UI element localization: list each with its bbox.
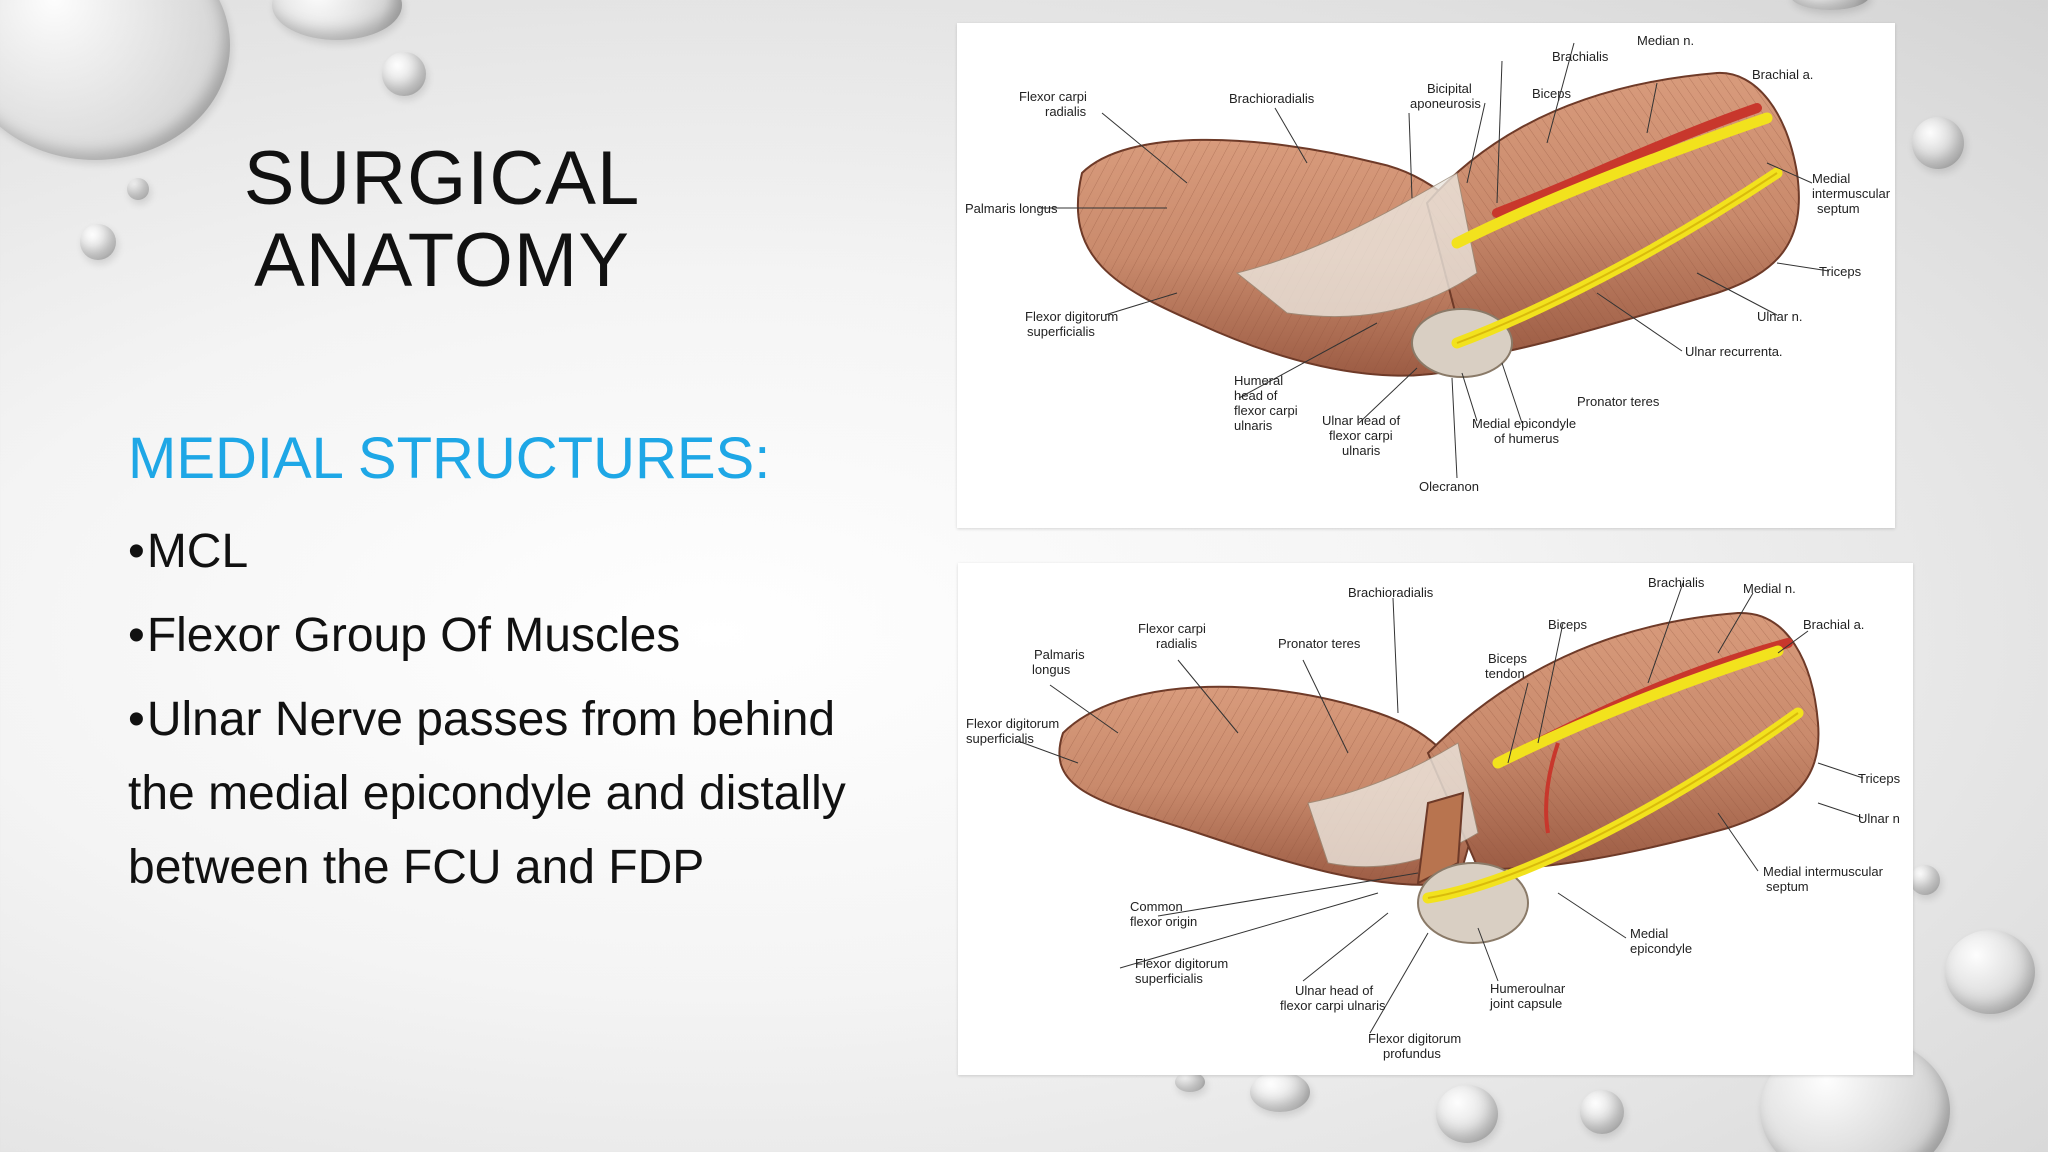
water-droplet-decoration [1790,0,1870,10]
label-fds-lower: Flexor digitorum [1135,956,1228,971]
slide-title: SURGICAL ANATOMY [232,138,652,302]
label-brachioradialis: Brachioradialis [1229,91,1315,106]
water-droplet-decoration [382,52,426,96]
bullet-glyph: • [128,609,145,662]
label-medial-epicondyle: Medial epicondyle [1472,416,1576,431]
label-medial-epicondyle: Medial [1630,926,1668,941]
label-bicipital-aponeurosis-2: aponeurosis [1410,96,1481,111]
label-humeral-head-3: flexor carpi [1234,403,1298,418]
water-droplet-decoration [1250,1072,1310,1112]
label-median-nerve: Median n. [1637,33,1694,48]
label-pronator-teres: Pronator teres [1577,394,1660,409]
label-flexor-carpi-radialis: Flexor carpi [1138,621,1206,636]
label-biceps: Biceps [1532,86,1572,101]
label-brachialis: Brachialis [1552,49,1609,64]
label-humeral-head-4: ulnaris [1234,418,1273,433]
label-medial-epicondyle-2: of humerus [1494,431,1560,446]
label-medial-septum-3: septum [1817,201,1860,216]
anatomy-illustration-top: Median n. Brachialis Brachial a. Flexor … [965,33,1891,494]
anatomy-figure-top: Median n. Brachialis Brachial a. Flexor … [957,23,1895,528]
brachial-artery [1492,103,1762,218]
label-ulnar-recurrent: Ulnar recurrenta. [1685,344,1783,359]
label-medial-epicondyle-2: epicondyle [1630,941,1692,956]
label-humeroulnar-capsule: Humeroulnar [1490,981,1566,996]
bullet-item: •MCL [128,515,908,589]
label-fds-lower-2: superficialis [1135,971,1203,986]
label-triceps: Triceps [1819,264,1862,279]
label-bicipital-aponeurosis: Bicipital [1427,81,1472,96]
label-humeroulnar-capsule-2: joint capsule [1489,996,1562,1011]
water-droplet-decoration [1175,1072,1205,1092]
water-droplet-decoration [1436,1085,1498,1143]
label-biceps-tendon-2: tendon [1485,666,1525,681]
label-ulnar-head-3: ulnaris [1342,443,1381,458]
label-brachialis: Brachialis [1648,575,1705,590]
label-medial-septum: Medial [1812,171,1850,186]
bullet-item: •Ulnar Nerve passes from behind the medi… [128,683,908,905]
water-droplet-decoration [1580,1090,1624,1134]
label-ulnar-nerve: Ulnar n [1858,811,1900,826]
label-olecranon: Olecranon [1419,479,1479,494]
label-medial-nerve: Medial n. [1743,581,1796,596]
water-droplet-decoration [1912,117,1964,169]
label-fds: Flexor digitorum [966,716,1059,731]
label-palmaris-longus: Palmaris longus [965,201,1058,216]
water-droplet-decoration [0,0,230,160]
label-ulnar-nerve: Ulnar n. [1757,309,1803,324]
label-pronator-teres: Pronator teres [1278,636,1361,651]
label-common-flexor-origin: Common [1130,899,1183,914]
label-brachioradialis: Brachioradialis [1348,585,1434,600]
label-fds-2: superficialis [966,731,1034,746]
bullet-list: •MCL •Flexor Group Of Muscles •Ulnar Ner… [128,515,908,915]
bullet-item: •Flexor Group Of Muscles [128,599,908,673]
slide-title-line-1: SURGICAL [243,136,641,221]
label-ulnar-head-2: flexor carpi ulnaris [1280,998,1386,1013]
water-droplet-decoration [1945,930,2035,1014]
water-droplet-decoration [272,0,402,40]
label-humeral-head-2: head of [1234,388,1278,403]
label-ulnar-head: Ulnar head of [1295,983,1373,998]
label-fds: Flexor digitorum [1025,309,1118,324]
label-flexor-carpi-radialis-2: radialis [1045,104,1087,119]
label-flexor-carpi-radialis: Flexor carpi [1019,89,1087,104]
label-biceps: Biceps [1548,617,1588,632]
label-medial-septum: Medial intermuscular [1763,864,1884,879]
label-flexor-carpi-radialis-2: radialis [1156,636,1198,651]
cut-flexor-muscle [1416,791,1465,885]
median-nerve [1451,112,1773,249]
water-droplet-decoration [127,178,149,200]
label-palmaris-longus-2: longus [1032,662,1071,677]
label-ulnar-head: Ulnar head of [1322,413,1400,428]
slide-title-line-2: ANATOMY [254,218,630,303]
label-fdp-2: profundus [1383,1046,1441,1061]
anatomy-illustration-bottom: Brachialis Medial n. Brachioradialis Bra… [966,575,1901,1061]
label-biceps-tendon: Biceps [1488,651,1528,666]
anatomy-figure-bottom: Brachialis Medial n. Brachioradialis Bra… [958,563,1913,1075]
label-medial-septum-2: septum [1766,879,1809,894]
water-droplet-decoration [80,224,116,260]
bicipital-aponeurosis [1235,172,1478,318]
section-heading: MEDIAL STRUCTURES: [128,426,771,491]
label-ulnar-head-2: flexor carpi [1329,428,1393,443]
label-fds-2: superficialis [1027,324,1095,339]
bullet-text: Flexor Group Of Muscles [146,609,681,662]
bullet-glyph: • [128,525,145,578]
water-droplet-decoration [1910,865,1940,895]
bullet-text: MCL [146,525,249,578]
medial-nerve [1492,645,1784,769]
label-brachial-artery: Brachial a. [1752,67,1813,82]
bullet-glyph: • [128,693,145,746]
label-palmaris-longus: Palmaris [1034,647,1085,662]
label-brachial-artery: Brachial a. [1803,617,1864,632]
label-fdp: Flexor digitorum [1368,1031,1461,1046]
label-triceps: Triceps [1858,771,1901,786]
bullet-text: Ulnar Nerve passes from behind the media… [128,693,846,894]
label-humeral-head: Humeral [1234,373,1283,388]
label-medial-septum-2: intermuscular [1812,186,1891,201]
label-common-flexor-origin-2: flexor origin [1130,914,1197,929]
